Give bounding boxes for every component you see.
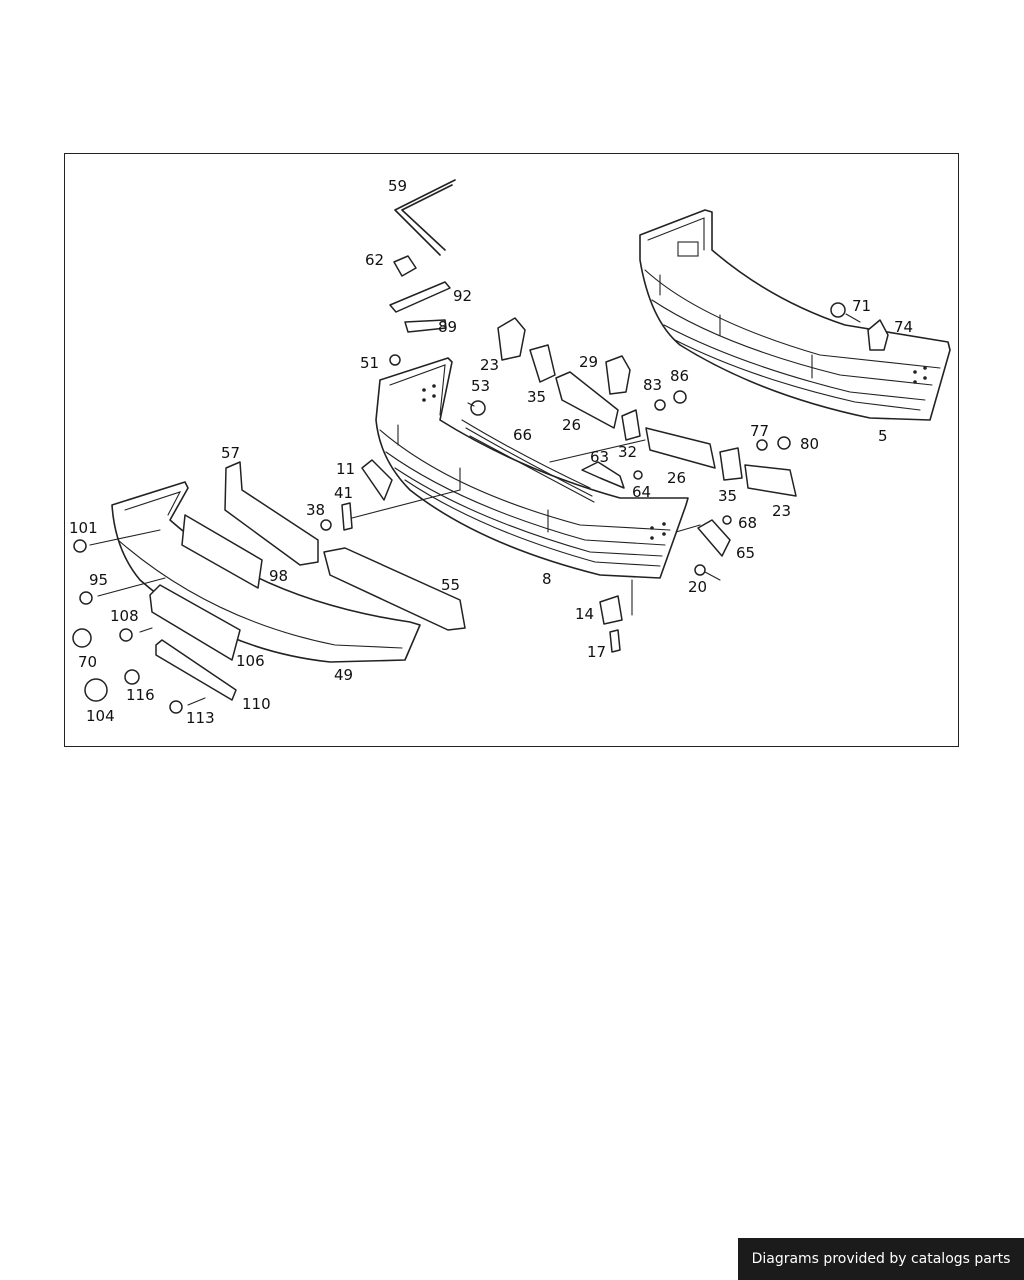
callout-label: 20 bbox=[688, 578, 707, 596]
clip-part-62 bbox=[393, 255, 417, 277]
credit-banner: Diagrams provided by catalogs parts bbox=[738, 1238, 1024, 1280]
callout-label: 104 bbox=[86, 707, 115, 725]
grille-part-11 bbox=[361, 459, 393, 501]
bracket-part-17 bbox=[609, 629, 621, 653]
plug-part-70 bbox=[72, 628, 92, 648]
callout-label: 57 bbox=[221, 444, 240, 462]
plug-part-104 bbox=[84, 678, 108, 702]
washer-part-64 bbox=[633, 470, 643, 480]
callout-label: 35 bbox=[718, 487, 737, 505]
callout-label: 108 bbox=[110, 607, 139, 625]
grille-strip-part-66 bbox=[461, 419, 595, 503]
callout-label: 71 bbox=[852, 297, 871, 315]
callout-label: 64 bbox=[632, 483, 651, 501]
callout-label: 86 bbox=[670, 367, 689, 385]
callout-label: 101 bbox=[69, 519, 98, 537]
callout-label: 70 bbox=[78, 653, 97, 671]
callout-label: 74 bbox=[894, 318, 913, 336]
bracket-part-92 bbox=[389, 281, 451, 313]
callout-label: 32 bbox=[618, 443, 637, 461]
holder-part-32 bbox=[621, 409, 641, 441]
callout-label: 51 bbox=[360, 354, 379, 372]
washer-part-83 bbox=[654, 399, 666, 411]
callout-label: 83 bbox=[643, 376, 662, 394]
end-cap-part-23-lower bbox=[744, 464, 797, 497]
plate-bracket-part-98 bbox=[181, 514, 263, 589]
washer-part-77 bbox=[756, 439, 768, 451]
bracket-part-29 bbox=[605, 355, 631, 395]
rear-bumper-part-5 bbox=[639, 209, 951, 421]
callout-label: 53 bbox=[471, 377, 490, 395]
bracket-part-63 bbox=[581, 461, 625, 489]
washer-part-68 bbox=[722, 515, 732, 525]
strip-part-26-upper bbox=[555, 371, 619, 429]
screw-part-95 bbox=[79, 591, 93, 605]
screw-part-108 bbox=[119, 628, 133, 642]
bracket-part-35-lower bbox=[719, 447, 743, 481]
trim-part-59 bbox=[394, 179, 456, 256]
callout-label: 113 bbox=[186, 709, 215, 727]
side-strip-part-55 bbox=[323, 547, 466, 631]
callout-label: 116 bbox=[126, 686, 155, 704]
callout-label: 62 bbox=[365, 251, 384, 269]
callout-label: 89 bbox=[438, 318, 457, 336]
callout-label: 26 bbox=[667, 469, 686, 487]
strip-part-110 bbox=[155, 639, 237, 701]
bracket-part-14 bbox=[599, 595, 623, 625]
callout-label: 38 bbox=[306, 501, 325, 519]
nut-part-86 bbox=[673, 390, 687, 404]
screw-part-53 bbox=[470, 400, 486, 416]
callout-label: 92 bbox=[453, 287, 472, 305]
callout-label: 26 bbox=[562, 416, 581, 434]
clip-part-20 bbox=[694, 564, 706, 576]
callout-label: 95 bbox=[89, 571, 108, 589]
bracket-part-35-upper bbox=[529, 344, 556, 383]
callout-label: 35 bbox=[527, 388, 546, 406]
front-bumper-cover-part-8 bbox=[375, 357, 689, 579]
callout-label: 106 bbox=[236, 652, 265, 670]
callout-label: 55 bbox=[441, 576, 460, 594]
bracket-part-23-upper bbox=[497, 317, 526, 361]
callout-label: 63 bbox=[590, 448, 609, 466]
bracket-part-74 bbox=[867, 319, 889, 351]
callout-label: 11 bbox=[336, 460, 355, 478]
nut-part-80 bbox=[777, 436, 791, 450]
screw-part-101 bbox=[73, 539, 87, 553]
side-strip-part-57 bbox=[224, 461, 319, 566]
callout-label: 59 bbox=[388, 177, 407, 195]
strip-part-26-lower bbox=[645, 427, 716, 469]
leader-lines bbox=[89, 313, 861, 706]
callout-label: 98 bbox=[269, 567, 288, 585]
bolt-part-71 bbox=[830, 302, 846, 318]
callout-label: 23 bbox=[772, 502, 791, 520]
bracket-part-41 bbox=[341, 502, 353, 531]
callout-label: 66 bbox=[513, 426, 532, 444]
callout-label: 23 bbox=[480, 356, 499, 374]
callout-label: 65 bbox=[736, 544, 755, 562]
callout-label: 5 bbox=[878, 427, 888, 445]
callout-label: 77 bbox=[750, 422, 769, 440]
bracket-part-89 bbox=[404, 319, 447, 333]
clip-part-38 bbox=[320, 519, 332, 531]
screw-part-113 bbox=[169, 700, 183, 714]
callout-label: 41 bbox=[334, 484, 353, 502]
grille-part-65 bbox=[697, 519, 731, 557]
callout-labels: 59 62 92 89 51 53 23 35 29 83 86 26 32 6… bbox=[69, 177, 913, 727]
callout-label: 29 bbox=[579, 353, 598, 371]
callout-label: 80 bbox=[800, 435, 819, 453]
callout-label: 110 bbox=[242, 695, 271, 713]
nut-part-51 bbox=[389, 354, 401, 366]
strip-part-106 bbox=[149, 584, 241, 661]
callout-label: 17 bbox=[587, 643, 606, 661]
callout-label: 14 bbox=[575, 605, 594, 623]
callout-label: 8 bbox=[542, 570, 552, 588]
callout-label: 49 bbox=[334, 666, 353, 684]
clip-part-116 bbox=[124, 669, 140, 685]
callout-label: 68 bbox=[738, 514, 757, 532]
